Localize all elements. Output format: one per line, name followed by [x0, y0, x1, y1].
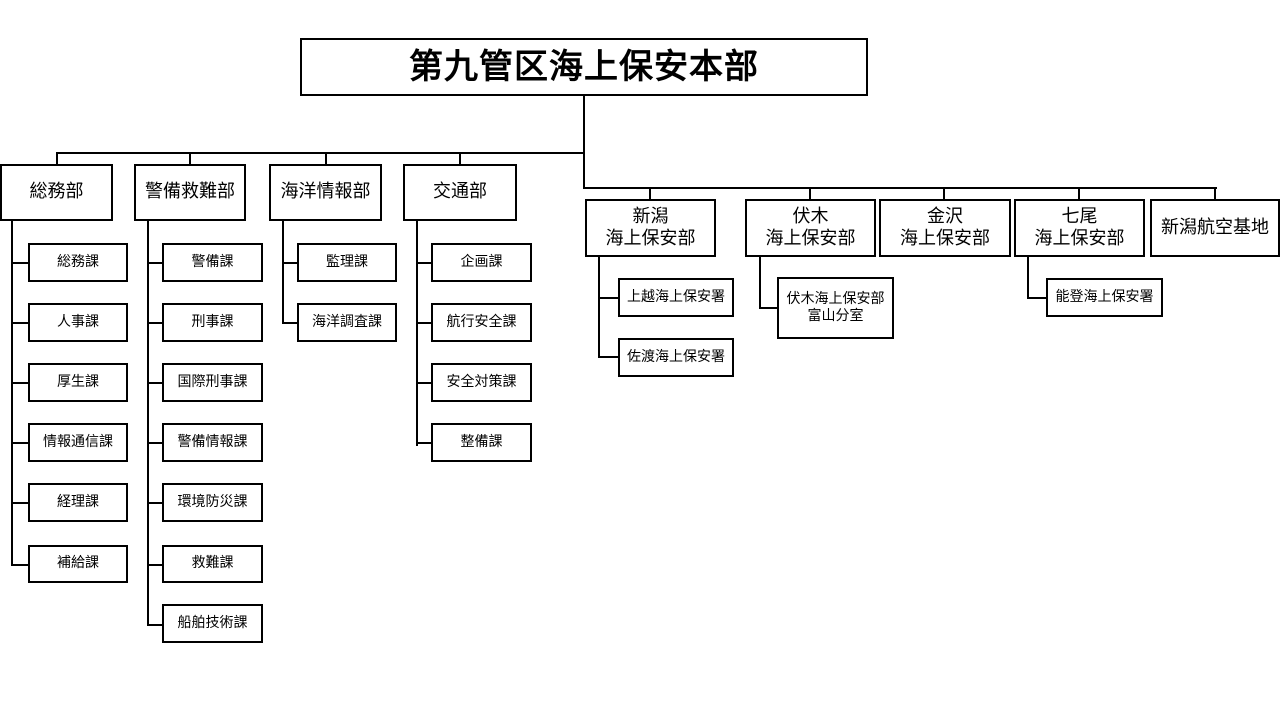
- connector-line: [147, 322, 163, 324]
- office-box: 新潟 海上保安部: [585, 199, 716, 257]
- air-station-box: 新潟航空基地: [1150, 199, 1280, 257]
- connector-line: [416, 442, 432, 444]
- sub-office-box: 佐渡海上保安署: [618, 338, 734, 377]
- connector-line: [282, 322, 298, 324]
- section-box: 総務課: [28, 243, 128, 282]
- connector-line: [11, 220, 13, 566]
- connector-line: [11, 564, 29, 566]
- section-box: 整備課: [431, 423, 532, 462]
- connector-line: [1027, 255, 1029, 299]
- section-box: 航行安全課: [431, 303, 532, 342]
- sub-office-box: 能登海上保安署: [1046, 278, 1163, 317]
- office-name-line: 新潟: [632, 205, 669, 227]
- section-box: 経理課: [28, 483, 128, 522]
- connector-line: [598, 297, 619, 299]
- connector-line: [147, 564, 163, 566]
- section-box: 刑事課: [162, 303, 263, 342]
- section-box: 救難課: [162, 545, 263, 583]
- connector-line: [1027, 297, 1047, 299]
- department-box: 交通部: [403, 164, 517, 221]
- root-headquarters-box: 第九管区海上保安本部: [300, 38, 868, 96]
- office-name-line: 海上保安部: [900, 228, 990, 249]
- connector-line: [943, 187, 945, 200]
- connector-line: [189, 152, 191, 165]
- connector-line: [147, 502, 163, 504]
- connector-line: [147, 382, 163, 384]
- connector-line: [282, 262, 298, 264]
- connector-line: [759, 255, 761, 309]
- connector-line: [147, 442, 163, 444]
- section-box: 監理課: [297, 243, 397, 282]
- connector-line: [11, 502, 29, 504]
- section-box: 警備情報課: [162, 423, 263, 462]
- connector-line: [416, 262, 432, 264]
- section-box: 海洋調査課: [297, 303, 397, 342]
- connector-line: [459, 152, 461, 165]
- office-name-line: 海上保安部: [765, 228, 856, 249]
- sub-office-box: 上越海上保安署: [618, 278, 734, 317]
- connector-line: [147, 262, 163, 264]
- sub-office-name-line: 富山分室: [807, 308, 864, 324]
- office-name-line: 海上保安部: [1034, 228, 1125, 249]
- sub-office-box: 伏木海上保安部 富山分室: [777, 277, 894, 339]
- section-box: 国際刑事課: [162, 363, 263, 402]
- department-box: 海洋情報部: [269, 164, 382, 221]
- connector-line: [11, 322, 29, 324]
- connector-line: [598, 255, 600, 358]
- sub-office-name-line: 伏木海上保安部: [786, 290, 885, 307]
- connector-line: [56, 152, 58, 165]
- section-box: 企画課: [431, 243, 532, 282]
- connector-line: [11, 382, 29, 384]
- section-box: 情報通信課: [28, 423, 128, 462]
- connector-line: [11, 262, 29, 264]
- section-box: 厚生課: [28, 363, 128, 402]
- department-box: 警備救難部: [134, 164, 246, 221]
- section-box: 安全対策課: [431, 363, 532, 402]
- connector-line: [147, 624, 163, 626]
- office-box: 七尾 海上保安部: [1014, 199, 1145, 257]
- connector-line: [809, 187, 811, 200]
- connector-line: [759, 307, 779, 309]
- department-box: 総務部: [0, 164, 113, 221]
- connector-line: [598, 356, 619, 358]
- office-box: 金沢 海上保安部: [879, 199, 1011, 257]
- connector-line: [416, 382, 432, 384]
- connector-line: [282, 220, 284, 324]
- connector-line: [11, 442, 29, 444]
- connector-line: [147, 220, 149, 626]
- connector-line: [416, 322, 432, 324]
- connector-line: [1214, 187, 1216, 200]
- office-name-line: 伏木: [792, 205, 829, 227]
- office-name-line: 七尾: [1061, 205, 1098, 227]
- section-box: 船舶技術課: [162, 604, 263, 643]
- connector-line: [583, 95, 585, 189]
- section-box: 警備課: [162, 243, 263, 282]
- section-box: 環境防災課: [162, 483, 263, 522]
- connector-line: [56, 152, 585, 154]
- connector-line: [416, 220, 418, 446]
- connector-line: [325, 152, 327, 165]
- connector-line: [1078, 187, 1080, 200]
- office-name-line: 海上保安部: [605, 228, 696, 249]
- connector-line: [649, 187, 651, 200]
- connector-line: [583, 187, 1217, 189]
- office-box: 伏木 海上保安部: [745, 199, 876, 257]
- section-box: 人事課: [28, 303, 128, 342]
- office-name-line: 金沢: [927, 205, 963, 227]
- section-box: 補給課: [28, 545, 128, 583]
